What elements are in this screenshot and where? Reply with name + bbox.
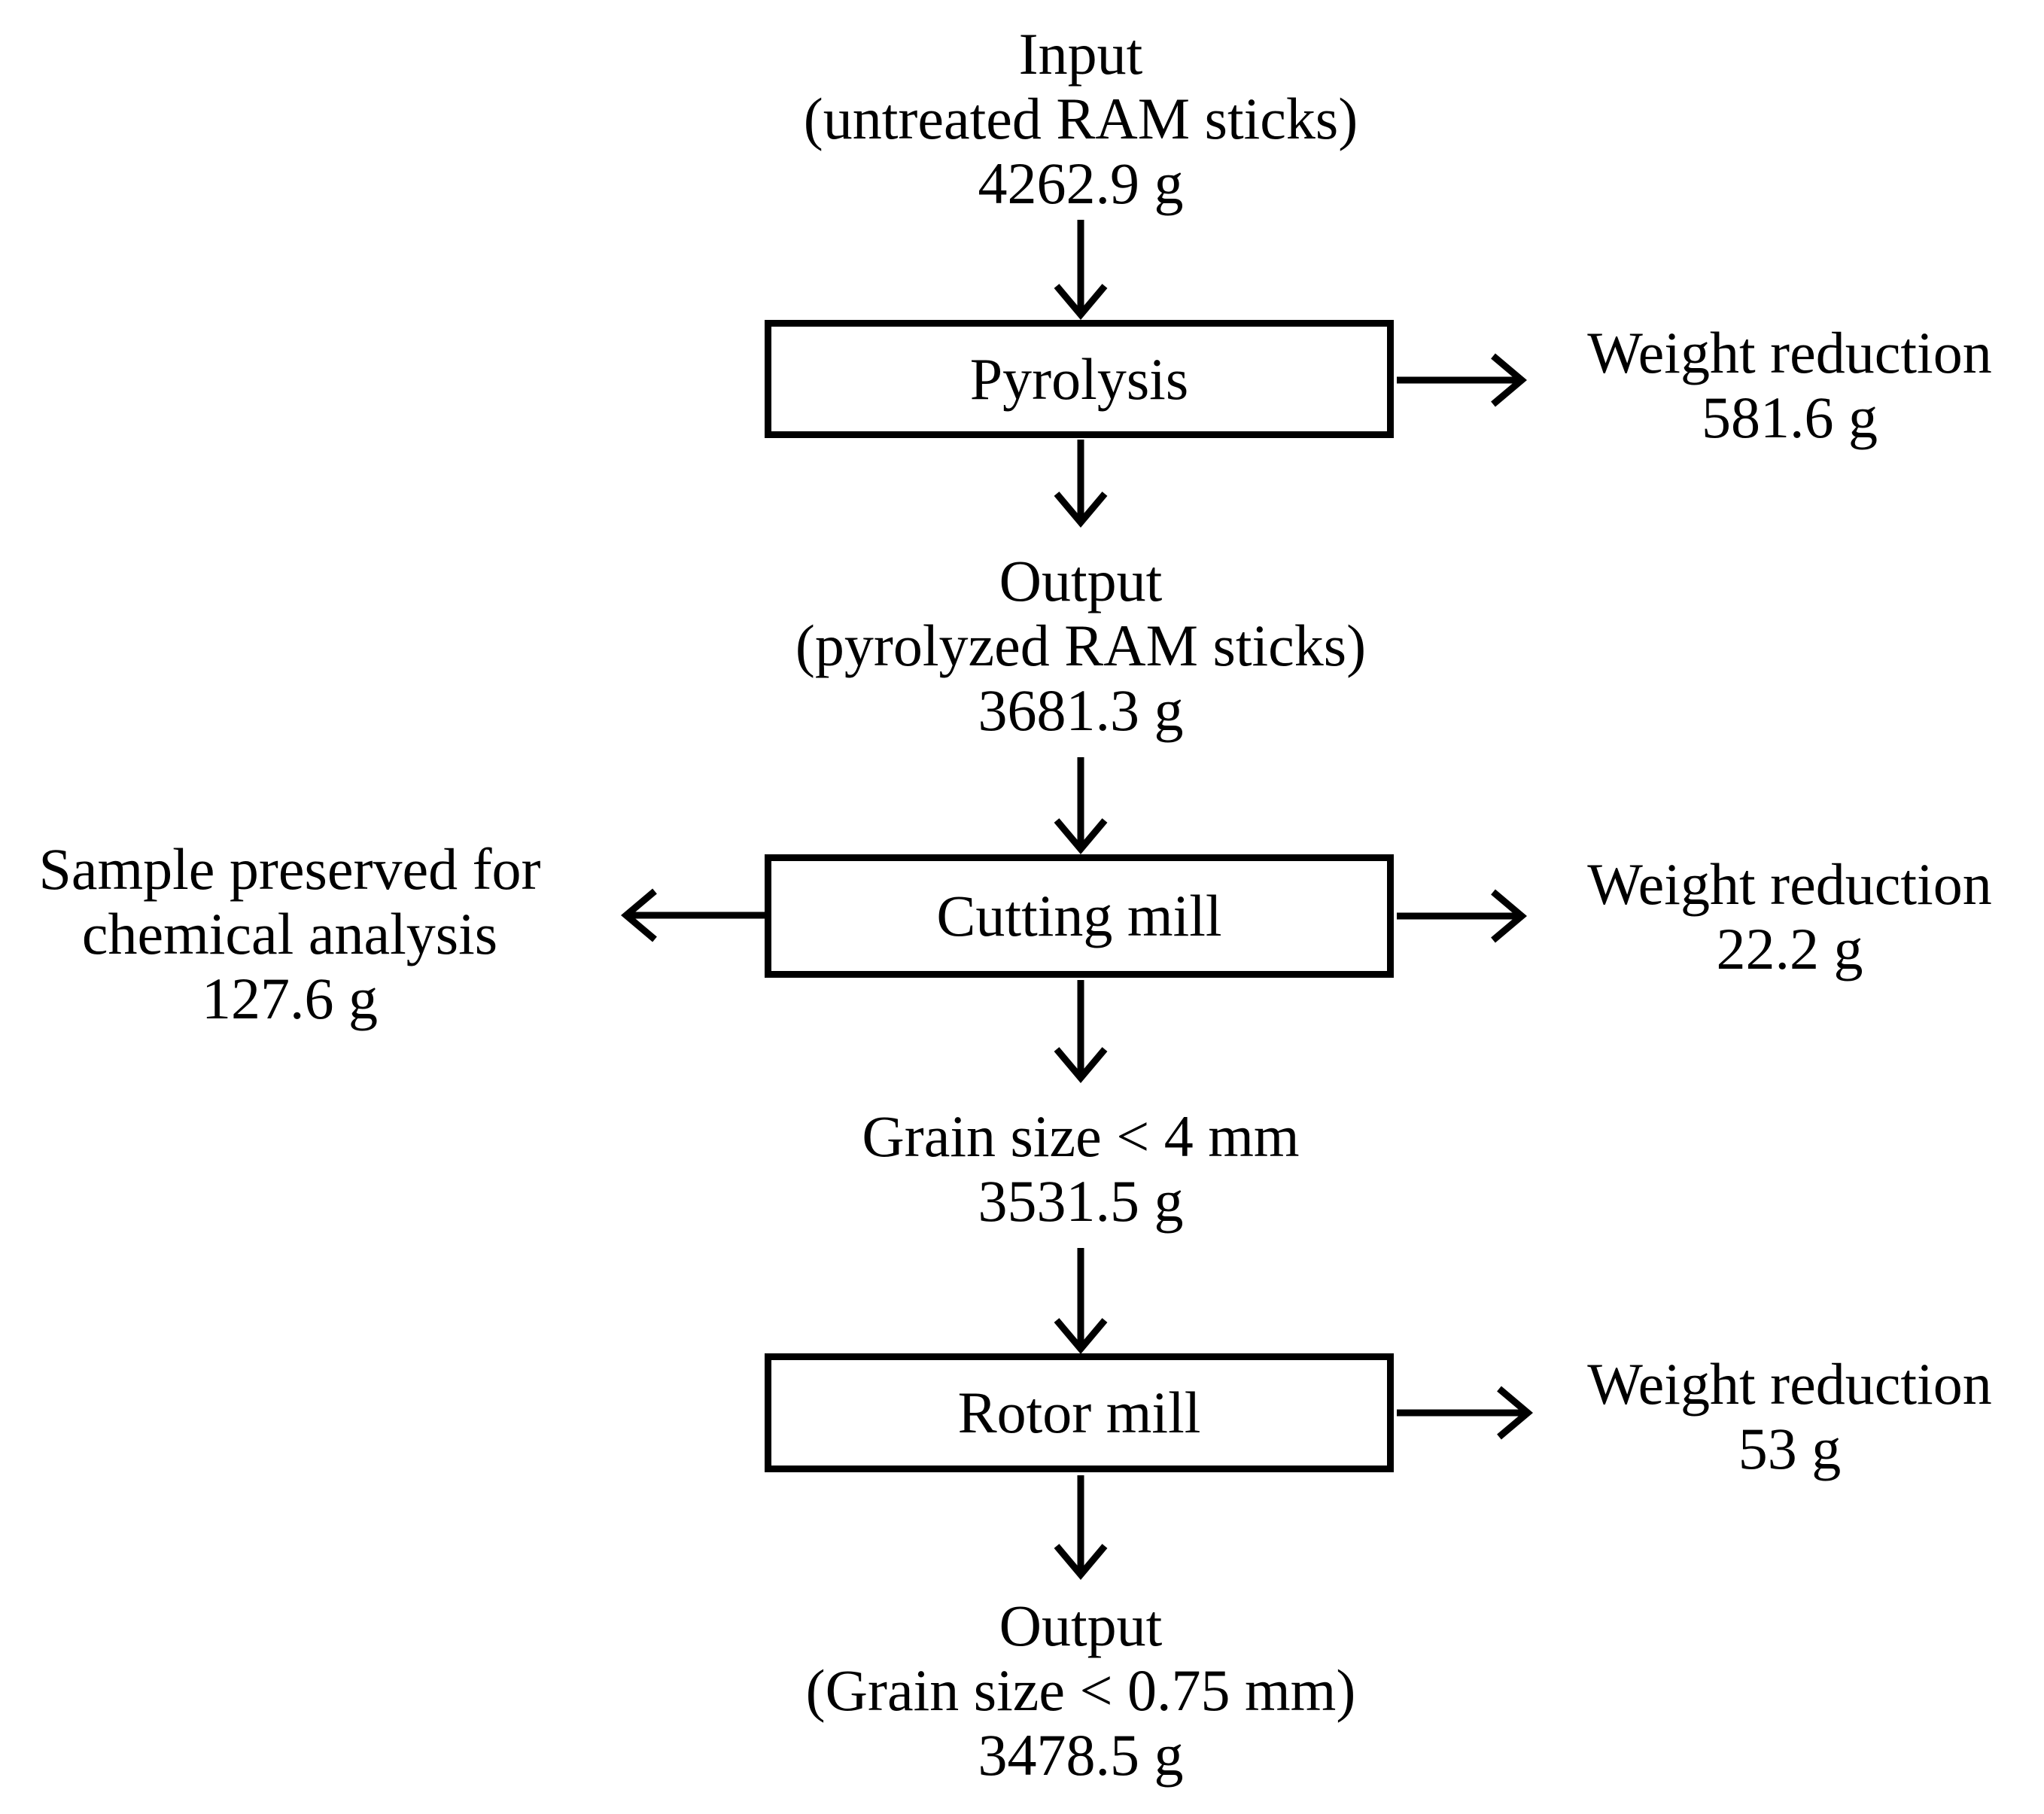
input-label: Input (untreated RAM sticks) 4262.9 g xyxy=(629,22,1532,216)
output-pyrolyzed-line: (pyrolyzed RAM sticks) xyxy=(795,613,1367,678)
cutting-mill-box: Cutting mill xyxy=(765,854,1394,978)
grain-size-4mm-line: 3531.5 g xyxy=(978,1168,1184,1234)
grain-size-4mm-line: Grain size < 4 mm xyxy=(862,1103,1300,1169)
sample-preserved-line: Sample preserved for xyxy=(38,836,541,902)
sample-preserved-line: chemical analysis xyxy=(81,901,498,966)
weight-reduction-rotor-line: Weight reduction xyxy=(1587,1351,1992,1417)
weight-reduction-pyrolysis-line: 581.6 g xyxy=(1702,385,1878,450)
output-final-line: Output xyxy=(999,1593,1163,1658)
cutting-mill-box-label: Cutting mill xyxy=(936,883,1222,948)
output-final-line: (Grain size < 0.75 mm) xyxy=(805,1657,1356,1723)
sample-preserved-label: Sample preserved for chemical analysis 1… xyxy=(15,837,564,1031)
output-final-label: Output (Grain size < 0.75 mm) 3478.5 g xyxy=(629,1593,1532,1788)
weight-reduction-cutting-label: Weight reduction 22.2 g xyxy=(1564,852,2015,982)
weight-reduction-rotor-line: 53 g xyxy=(1738,1416,1842,1481)
weight-reduction-rotor-label: Weight reduction 53 g xyxy=(1564,1352,2015,1481)
grain-size-4mm-label: Grain size < 4 mm 3531.5 g xyxy=(629,1104,1532,1234)
sample-preserved-line: 127.6 g xyxy=(202,966,378,1031)
pyrolysis-box-label: Pyrolysis xyxy=(969,345,1189,412)
output-pyrolyzed-line: 3681.3 g xyxy=(978,677,1184,743)
rotor-mill-box-label: Rotor mill xyxy=(957,1380,1201,1445)
output-pyrolyzed-label: Output (pyrolyzed RAM sticks) 3681.3 g xyxy=(629,549,1532,743)
weight-reduction-pyrolysis-label: Weight reduction 581.6 g xyxy=(1564,321,2015,450)
input-label-line: 4262.9 g xyxy=(978,151,1184,216)
output-pyrolyzed-line: Output xyxy=(999,548,1163,613)
weight-reduction-cutting-line: Weight reduction xyxy=(1587,851,1992,917)
output-final-line: 3478.5 g xyxy=(978,1722,1184,1788)
input-label-line: (untreated RAM sticks) xyxy=(803,86,1358,151)
weight-reduction-pyrolysis-line: Weight reduction xyxy=(1587,320,1992,385)
input-label-line: Input xyxy=(1018,21,1143,87)
rotor-mill-box: Rotor mill xyxy=(765,1353,1394,1472)
weight-reduction-cutting-line: 22.2 g xyxy=(1716,916,1863,982)
pyrolysis-box: Pyrolysis xyxy=(765,320,1394,438)
